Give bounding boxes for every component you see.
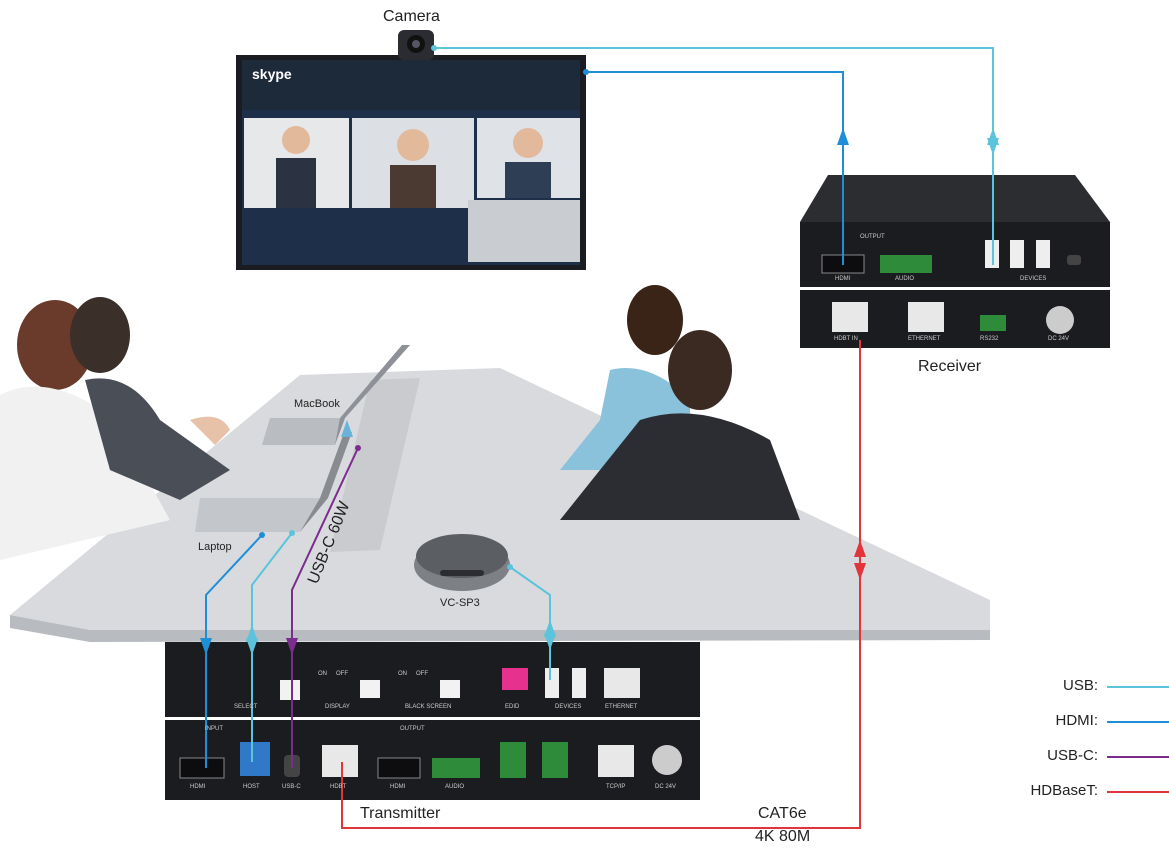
transmitter-device xyxy=(165,642,700,800)
legend-item-hdmi: HDMI: xyxy=(1000,712,1169,732)
legend-label: HDMI: xyxy=(1055,712,1099,729)
cable-arrows xyxy=(200,128,999,655)
speakerphone-device xyxy=(414,534,510,591)
conference-table xyxy=(10,368,990,630)
legend-label: USB-C: xyxy=(1047,747,1098,764)
laptop-device xyxy=(195,430,352,532)
speakerphone-label: VC-SP3 xyxy=(440,597,480,609)
tx-out-hdmi-label: HDMI xyxy=(390,784,406,790)
tx-output-label: OUTPUT xyxy=(400,726,425,732)
legend-swatch xyxy=(1107,721,1169,723)
tx-dc-label: DC 24V xyxy=(655,784,677,790)
tx-ethernet-label: ETHERNET xyxy=(605,704,638,710)
receiver-hdmi-label: HDMI xyxy=(835,276,851,282)
legend-label: USB: xyxy=(1062,677,1098,694)
tx-black-on-label: ON xyxy=(398,671,407,677)
tx-display-off-label: OFF xyxy=(336,671,348,677)
macbook-label: MacBook xyxy=(294,398,340,410)
receiver-hdbt-in-label: HDBT IN xyxy=(834,336,858,342)
usb-cable-laptop xyxy=(251,532,293,762)
tx-audio-label: AUDIO xyxy=(445,784,465,790)
skype-logo: skype xyxy=(252,66,292,82)
tx-black-off-label: OFF xyxy=(416,671,428,677)
tx-edid-label: EDID xyxy=(505,704,520,710)
tx-hdbt-label: HDBT xyxy=(330,784,347,790)
camera-label: Camera xyxy=(383,8,440,25)
tx-black-screen-label: BLACK SCREEN xyxy=(405,704,452,710)
usb-cable-camera xyxy=(434,47,994,265)
tx-display-label: DISPLAY xyxy=(325,704,350,710)
legend-swatch xyxy=(1107,791,1169,793)
person-left-2 xyxy=(70,297,230,500)
cable-spec-label: 4K 80M xyxy=(755,828,811,845)
receiver-device xyxy=(800,175,1110,348)
receiver-devices-label: DEVICES xyxy=(1020,276,1047,282)
laptop-label: Laptop xyxy=(198,541,232,553)
tx-host-label: HOST xyxy=(243,784,260,790)
usb-cable-speakerphone xyxy=(509,566,551,680)
camera-device xyxy=(398,30,434,60)
tx-tcpip-label: TCP/IP xyxy=(606,784,626,790)
tx-select-label: SELECT xyxy=(234,704,258,710)
legend-item-hdbaset: HDBaseT: xyxy=(1000,782,1169,802)
tx-devices-label: DEVICES xyxy=(555,704,582,710)
transmitter-label: Transmitter xyxy=(360,805,441,822)
legend-item-usbc: USB-C: xyxy=(1000,747,1169,767)
receiver-label: Receiver xyxy=(918,358,982,375)
display-tv xyxy=(236,55,586,270)
hdmi-cable-laptop xyxy=(205,534,263,768)
legend-swatch xyxy=(1107,686,1169,688)
tx-display-on-label: ON xyxy=(318,671,327,677)
legend-item-usb: USB: xyxy=(1000,677,1169,697)
receiver-audio-label: AUDIO xyxy=(895,276,915,282)
hdbaset-cable xyxy=(341,340,861,829)
macbook-device xyxy=(262,345,410,445)
receiver-ethernet-label: ETHERNET xyxy=(908,336,941,342)
legend-label: HDBaseT: xyxy=(1030,782,1098,799)
person-right-2 xyxy=(560,330,800,520)
tx-usbc-label: USB-C xyxy=(282,784,301,790)
usbc-cable-macbook xyxy=(291,447,359,768)
receiver-output-label: OUTPUT xyxy=(860,234,885,240)
tx-input-label: INPUT xyxy=(205,726,223,732)
cable-type-label: CAT6e xyxy=(758,805,807,822)
receiver-rs232-label: RS232 xyxy=(980,336,999,342)
legend-swatch xyxy=(1107,756,1169,758)
receiver-dc-label: DC 24V xyxy=(1048,336,1070,342)
hdmi-cable-display xyxy=(586,71,844,265)
tx-hdmi-label: HDMI xyxy=(190,784,206,790)
